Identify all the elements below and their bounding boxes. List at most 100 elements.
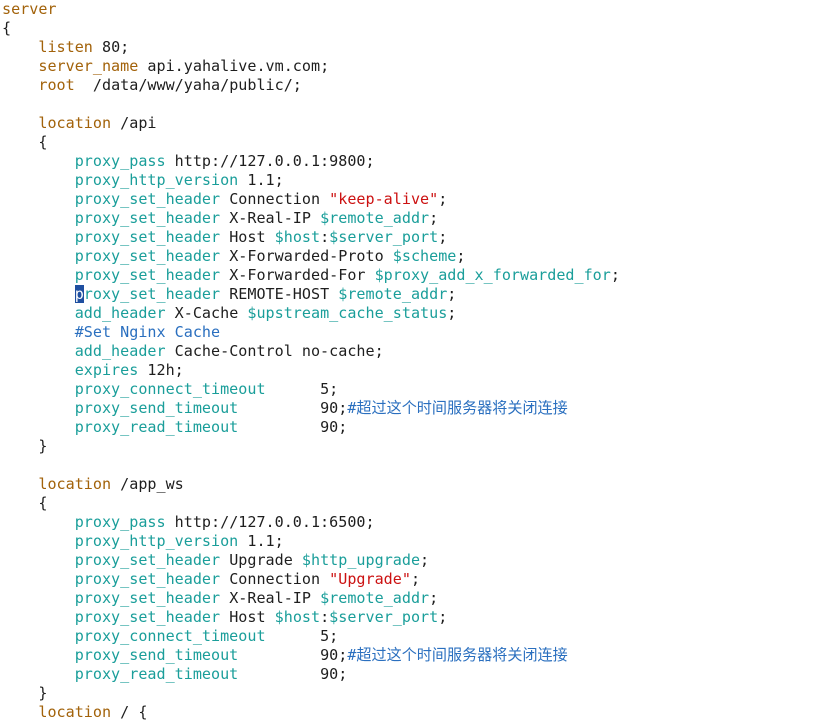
code-line[interactable]: { <box>2 133 620 152</box>
code-token: X-Real-IP <box>220 209 321 227</box>
code-token: { <box>2 19 12 37</box>
code-line[interactable]: proxy_send_timeout 90;#超过这个时间服务器将关闭连接 <box>2 646 620 665</box>
code-token: root <box>38 76 75 94</box>
code-line[interactable]: proxy_pass http://127.0.0.1:6500; <box>2 513 620 532</box>
code-line[interactable]: proxy_set_header X-Real-IP $remote_addr; <box>2 209 620 228</box>
code-line[interactable]: add_header Cache-Control no-cache; <box>2 342 620 361</box>
code-token <box>2 551 75 569</box>
code-line[interactable]: proxy_http_version 1.1; <box>2 532 620 551</box>
code-token <box>2 171 75 189</box>
code-line[interactable]: add_header X-Cache $upstream_cache_statu… <box>2 304 620 323</box>
code-token <box>2 285 75 303</box>
code-line[interactable]: location /api <box>2 114 620 133</box>
code-token: } <box>2 437 48 455</box>
code-token: Host <box>220 228 275 246</box>
code-line[interactable]: { <box>2 494 620 513</box>
code-token: proxy_set_header <box>74 228 221 246</box>
code-line[interactable]: root /data/www/yaha/public/; <box>2 76 620 95</box>
code-token: proxy_send_timeout <box>74 399 239 417</box>
code-token <box>2 665 75 683</box>
code-token: proxy_set_header <box>74 551 221 569</box>
code-token: proxy_pass <box>74 513 166 531</box>
code-token: proxy_pass <box>74 152 166 170</box>
code-token: $scheme <box>392 247 457 265</box>
code-token <box>2 380 75 398</box>
code-area[interactable]: server{ listen 80; server_name api.yahal… <box>2 0 620 722</box>
code-token: 5; <box>265 380 339 398</box>
code-token <box>2 323 75 341</box>
code-token: $host <box>274 228 321 246</box>
code-line[interactable]: proxy_connect_timeout 5; <box>2 380 620 399</box>
code-line[interactable]: proxy_read_timeout 90; <box>2 665 620 684</box>
code-token: $upstream_cache_status <box>247 304 448 322</box>
code-token <box>2 76 38 94</box>
code-token <box>2 475 38 493</box>
code-token: proxy_set_header <box>74 266 221 284</box>
code-token: proxy_set_header <box>74 608 221 626</box>
code-line[interactable]: #Set Nginx Cache <box>2 323 620 342</box>
code-token <box>2 57 38 75</box>
code-token: /data/www/yaha/public/; <box>74 76 302 94</box>
code-token: X-Forwarded-Proto <box>220 247 393 265</box>
code-token: /api <box>111 114 157 132</box>
code-token: $http_upgrade <box>301 551 421 569</box>
code-token: ; <box>438 228 448 246</box>
code-token: Upgrade <box>220 551 302 569</box>
code-token: ; <box>429 209 439 227</box>
code-token: { <box>2 133 48 151</box>
code-token: expires <box>74 361 139 379</box>
code-token: /app_ws <box>111 475 184 493</box>
code-token: "Upgrade" <box>329 570 411 588</box>
code-token: server <box>2 0 57 18</box>
code-token <box>2 209 75 227</box>
code-line[interactable]: proxy_http_version 1.1; <box>2 171 620 190</box>
code-line[interactable]: server <box>2 0 620 19</box>
code-line[interactable]: proxy_set_header Connection "keep-alive"… <box>2 190 620 209</box>
code-line[interactable] <box>2 456 620 475</box>
code-line[interactable]: proxy_set_header Connection "Upgrade"; <box>2 570 620 589</box>
code-line[interactable]: proxy_send_timeout 90;#超过这个时间服务器将关闭连接 <box>2 399 620 418</box>
code-token: proxy_read_timeout <box>74 665 239 683</box>
code-line[interactable]: expires 12h; <box>2 361 620 380</box>
code-line[interactable]: proxy_connect_timeout 5; <box>2 627 620 646</box>
code-line[interactable]: proxy_set_header Host $host:$server_port… <box>2 228 620 247</box>
code-token: $remote_addr <box>338 285 448 303</box>
code-token: $remote_addr <box>320 209 430 227</box>
code-token <box>2 38 38 56</box>
code-line[interactable] <box>2 95 620 114</box>
code-token: location <box>38 475 112 493</box>
code-token: Connection <box>220 570 330 588</box>
code-token <box>2 570 75 588</box>
code-token <box>2 608 75 626</box>
code-line[interactable]: proxy_pass http://127.0.0.1:9800; <box>2 152 620 171</box>
code-token: proxy_set_header <box>74 247 221 265</box>
code-token: : <box>320 608 330 626</box>
code-token: $proxy_add_x_forwarded_for <box>374 266 611 284</box>
code-line[interactable]: proxy_set_header REMOTE-HOST $remote_add… <box>2 285 620 304</box>
code-line[interactable]: proxy_read_timeout 90; <box>2 418 620 437</box>
code-token: #超过这个时间服务器将关闭连接 <box>347 399 568 417</box>
code-line[interactable]: location /app_ws <box>2 475 620 494</box>
code-token <box>2 342 75 360</box>
code-line[interactable]: proxy_set_header Host $host:$server_port… <box>2 608 620 627</box>
code-line[interactable]: listen 80; <box>2 38 620 57</box>
code-token: listen <box>38 38 93 56</box>
code-token: add_header <box>74 304 166 322</box>
code-token <box>2 532 75 550</box>
code-token <box>2 190 75 208</box>
code-line[interactable]: location / { <box>2 703 620 722</box>
code-line[interactable]: { <box>2 19 620 38</box>
code-line[interactable]: } <box>2 437 620 456</box>
code-line[interactable]: proxy_set_header X-Forwarded-For $proxy_… <box>2 266 620 285</box>
code-line[interactable]: proxy_set_header X-Forwarded-Proto $sche… <box>2 247 620 266</box>
code-token <box>2 513 75 531</box>
code-line[interactable]: proxy_set_header Upgrade $http_upgrade; <box>2 551 620 570</box>
code-token: $server_port <box>329 228 439 246</box>
code-token: proxy_send_timeout <box>74 646 239 664</box>
code-line[interactable]: proxy_set_header X-Real-IP $remote_addr; <box>2 589 620 608</box>
code-line[interactable]: server_name api.yahalive.vm.com; <box>2 57 620 76</box>
code-token: location <box>38 114 112 132</box>
code-token: proxy_http_version <box>74 532 239 550</box>
code-line[interactable]: } <box>2 684 620 703</box>
